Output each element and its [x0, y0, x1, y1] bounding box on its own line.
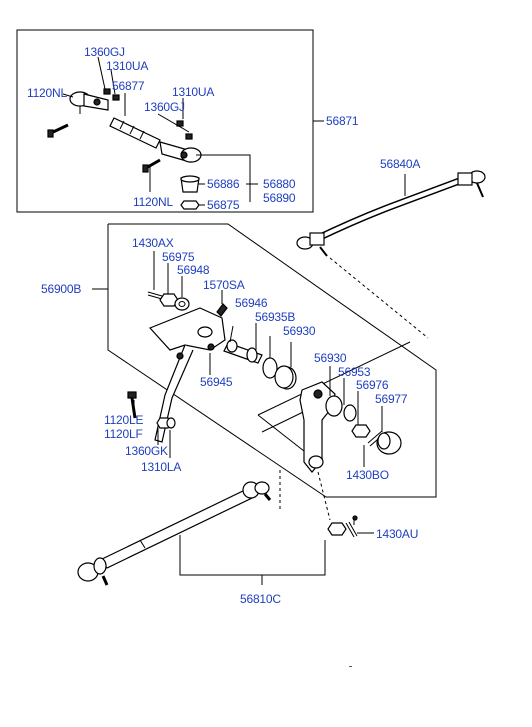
label-56875: 56875 — [207, 198, 240, 212]
bushing-56930-lower-part — [325, 395, 343, 417]
label-56946: 56946 — [235, 296, 268, 310]
washer-1310ua-right-part — [185, 133, 193, 140]
dust-cover-56886-part — [180, 175, 200, 193]
label-56975: 56975 — [162, 250, 195, 264]
nut-1360gj-top-part — [103, 88, 111, 95]
label-1360gj-top: 1360GJ — [84, 45, 125, 59]
nut-56875-part — [180, 200, 200, 210]
washer-1310ua-top-part — [112, 94, 120, 101]
label-1120nl-left: 1120NL — [27, 86, 67, 100]
label-1120nl-bottom: 1120NL — [133, 195, 173, 209]
stray-mark — [349, 666, 352, 667]
tie-rod-end-left-part — [69, 91, 109, 114]
label-1430bo: 1430BO — [346, 468, 389, 482]
cap-56977-part — [376, 431, 402, 455]
nut-1360gj-right-part — [176, 120, 184, 127]
bolt-1120nl-bottom-part — [142, 158, 161, 173]
label-1360gk: 1360GK — [125, 444, 168, 458]
label-56877: 56877 — [112, 79, 145, 93]
label-1430ax: 1430AX — [132, 236, 174, 250]
washer-56948-part — [174, 297, 190, 311]
cotter-pin-1430au-part — [345, 521, 358, 538]
label-1430au: 1430AU — [376, 527, 419, 541]
label-56840a: 56840A — [380, 157, 421, 171]
label-1570sa: 1570SA — [203, 278, 245, 292]
label-1310la: 1310LA — [141, 460, 182, 474]
label-56945: 56945 — [200, 375, 233, 389]
label-1360gj-right: 1360GJ — [144, 100, 185, 114]
castle-nut-56975-part — [159, 293, 179, 307]
label-56930-upper: 56930 — [283, 324, 316, 338]
bolt-1120le-part — [127, 391, 137, 419]
label-56935b: 56935B — [255, 310, 296, 324]
label-56880: 56880 — [263, 177, 296, 191]
label-56871: 56871 — [326, 114, 359, 128]
bolt-1120nl-left-part — [47, 123, 69, 138]
center-link-56810c-part — [77, 470, 331, 586]
label-56953: 56953 — [338, 365, 371, 379]
label-56976: 56976 — [356, 378, 389, 392]
label-56977: 56977 — [375, 392, 408, 406]
drag-link-56840a-part — [296, 170, 486, 257]
label-56886: 56886 — [207, 177, 240, 191]
cotter-pin-1430ax-part — [147, 291, 163, 300]
label-1310ua-right: 1310UA — [172, 85, 215, 99]
label-56810c: 56810C — [240, 592, 281, 606]
tie-rod-assembly-group — [16, 29, 324, 213]
idler-arm-assembly-frame — [107, 223, 437, 498]
tie-rod-end-right-part — [159, 141, 202, 163]
label-1120le: 1120LE — [104, 413, 144, 427]
grease-fitting-1570sa-part — [216, 303, 228, 317]
castle-nut-56976-part — [351, 424, 371, 438]
label-56930-lower: 56930 — [314, 351, 347, 365]
bushing-56930-upper-part — [274, 365, 297, 390]
label-1120lf: 1120LF — [104, 427, 143, 441]
label-56948: 56948 — [177, 263, 210, 277]
adjusting-tube-56877-part — [109, 117, 161, 149]
idler-shaft-56946-part — [223, 325, 263, 364]
label-56900b: 56900B — [41, 282, 82, 296]
washer-1310la-part — [166, 417, 176, 429]
washer-56953-part — [343, 404, 357, 422]
castle-nut-lower-part — [327, 522, 347, 536]
label-1310ua-top: 1310UA — [106, 59, 149, 73]
label-56890: 56890 — [263, 191, 296, 205]
